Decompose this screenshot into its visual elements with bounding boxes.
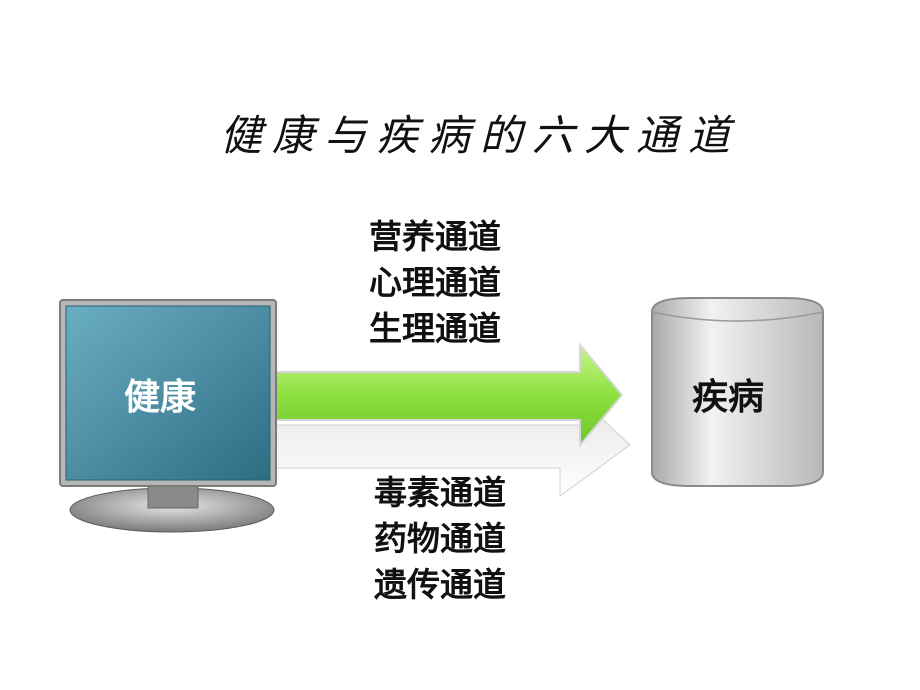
- diagram-title: 健康与疾病的六大通道: [219, 111, 740, 160]
- channel-label: 心理通道: [369, 263, 501, 302]
- channel-label: 药物通道: [374, 519, 506, 558]
- channel-label: 毒素通道: [374, 473, 506, 512]
- bottom-channel-list: 毒素通道 药物通道 遗传通道: [355, 470, 525, 608]
- monitor-icon: [59, 299, 277, 533]
- top-channel-list: 营养通道 心理通道 生理通道: [350, 214, 520, 352]
- channel-label: 遗传通道: [374, 565, 506, 604]
- health-node-label: 健康: [124, 377, 197, 418]
- disease-node-label: 疾病: [692, 377, 765, 418]
- channel-label: 生理通道: [369, 309, 501, 348]
- cylinder-icon: [651, 297, 824, 487]
- channel-label: 营养通道: [369, 217, 501, 256]
- green-arrow: [249, 342, 624, 448]
